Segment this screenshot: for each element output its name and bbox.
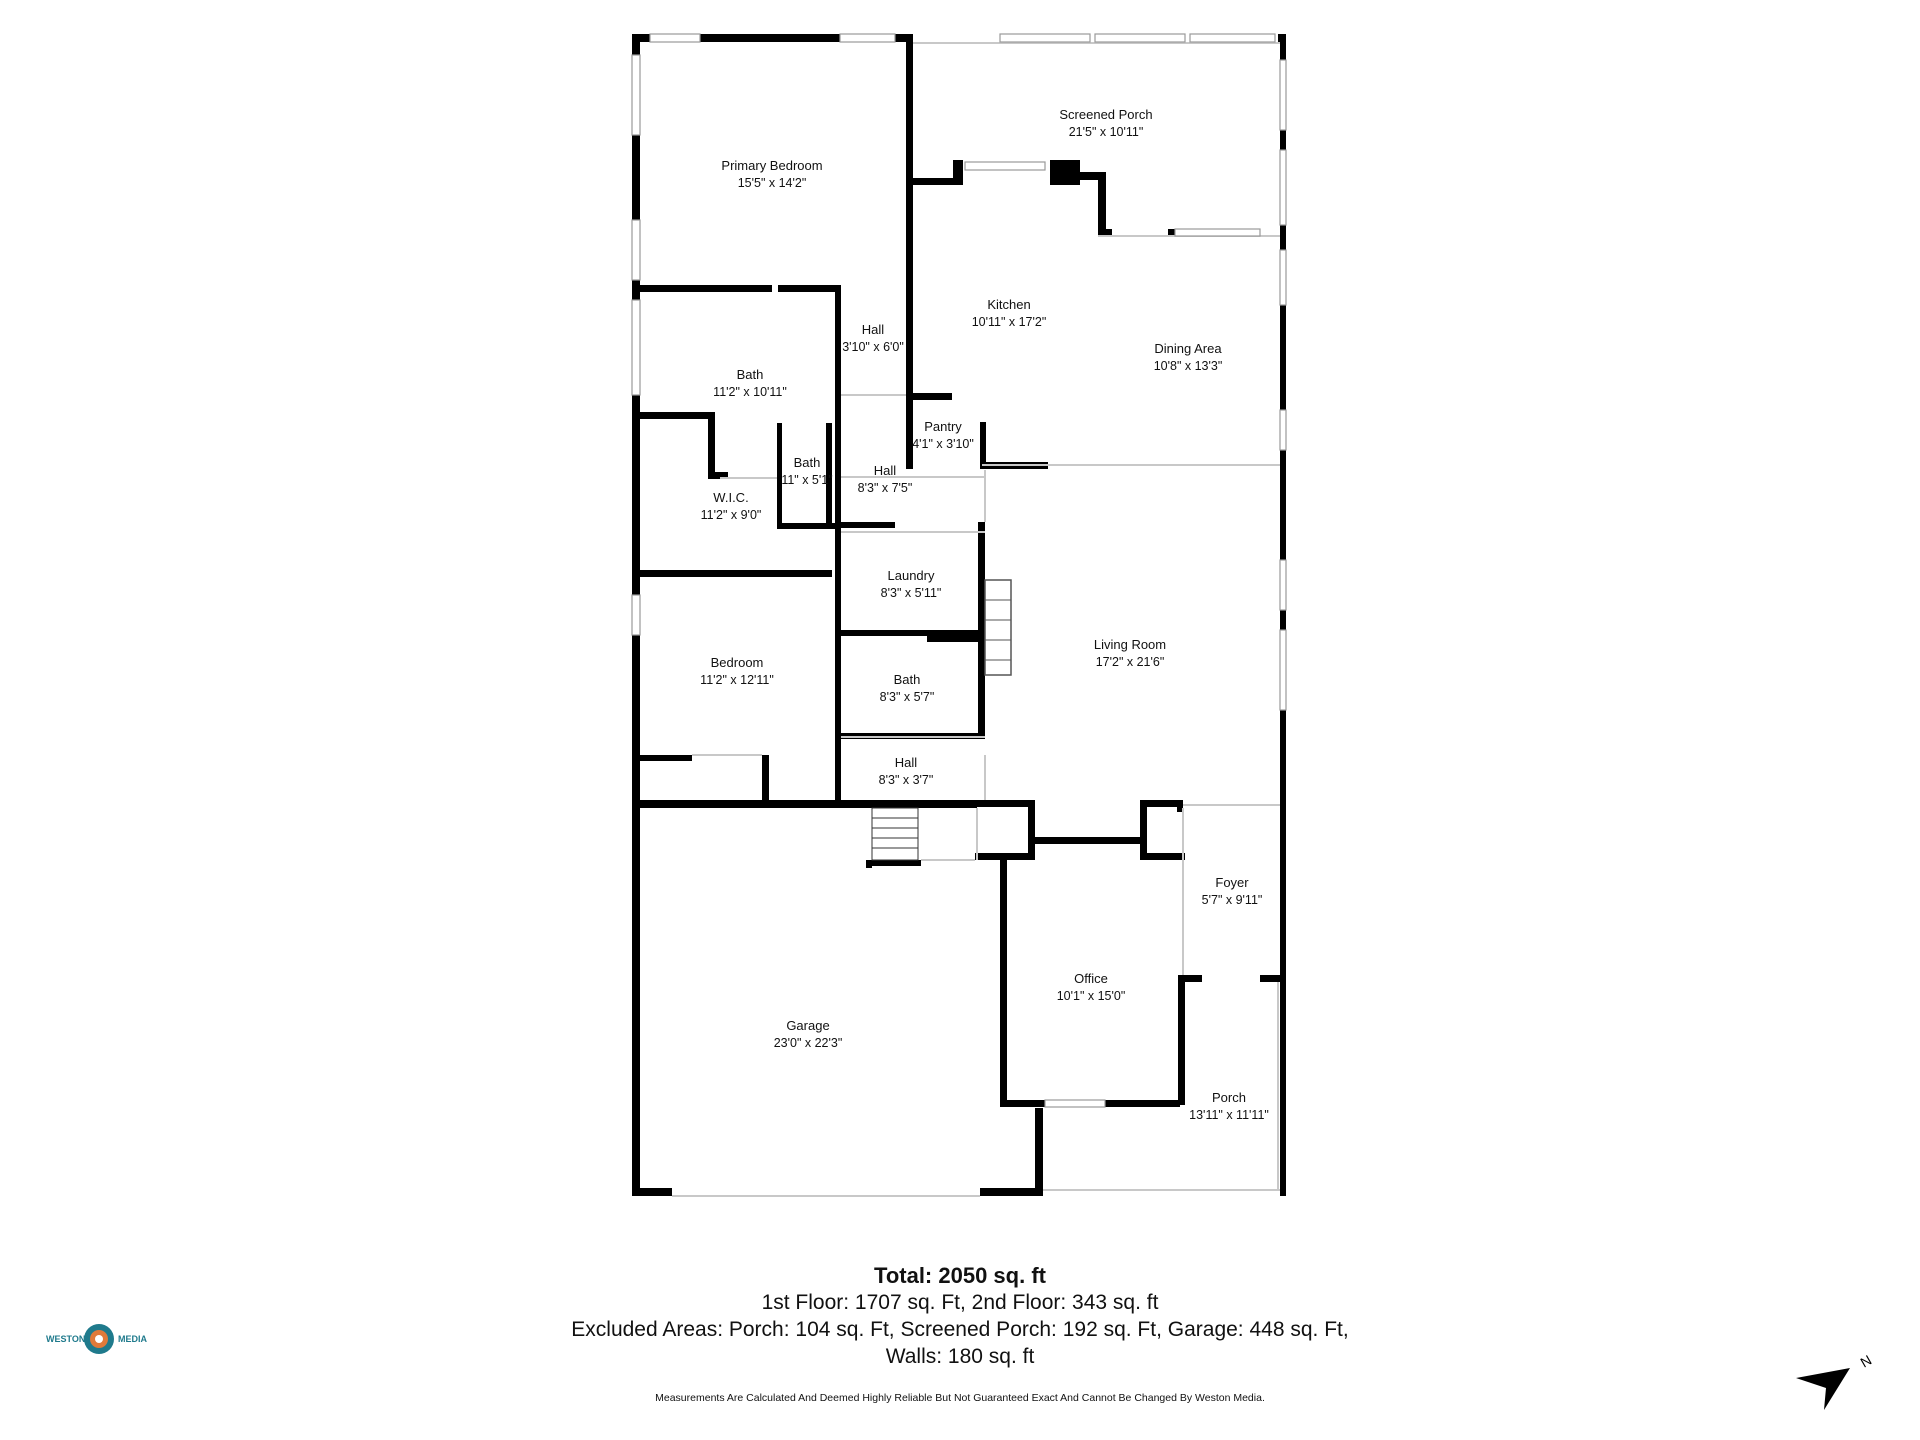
room-name: Screened Porch — [1059, 107, 1152, 122]
room-dims: 10'1" x 15'0" — [1057, 989, 1126, 1003]
room-dims: 15'5" x 14'2" — [738, 176, 807, 190]
room-dims: 4'1" x 3'10" — [912, 437, 974, 451]
room-dims: 8'3" x 7'5" — [858, 481, 913, 495]
room-dims: 10'11" x 17'2" — [972, 315, 1047, 329]
openings — [672, 42, 1280, 1197]
room-dims: 17'2" x 21'6" — [1096, 655, 1165, 669]
room-dims: 3'10" x 6'0" — [842, 340, 904, 354]
room-name: Bath — [737, 367, 764, 382]
room-dims: 10'8" x 13'3" — [1154, 359, 1223, 373]
windows — [631, 33, 1287, 1108]
fireplace — [984, 579, 1012, 676]
logo-right-text: MEDIA — [118, 1334, 147, 1344]
disclaimer: Measurements Are Calculated And Deemed H… — [655, 1392, 1265, 1404]
room-name: W.I.C. — [713, 490, 748, 505]
room-name: Primary Bedroom — [721, 158, 822, 173]
room-name: Hall — [895, 755, 918, 770]
room-dims: 21'5" x 10'11" — [1069, 125, 1144, 139]
room-dims: 13'11" x 11'11" — [1189, 1108, 1269, 1122]
room-name: Hall — [874, 463, 897, 478]
room-dims: 8'3" x 3'7" — [879, 773, 934, 787]
room-dims: 11'2" x 10'11" — [713, 385, 787, 399]
floor-areas: 1st Floor: 1707 sq. Ft, 2nd Floor: 343 s… — [761, 1291, 1159, 1314]
room-dims: 8'3" x 5'11" — [881, 586, 942, 600]
north-arrow: N — [1790, 1350, 1880, 1420]
room-name: Kitchen — [987, 297, 1030, 312]
room-name: Porch — [1212, 1090, 1246, 1105]
room-dims: 11" x 5'1" — [781, 473, 832, 487]
walls — [632, 34, 1286, 1196]
room-dims: 11'2" x 9'0" — [701, 508, 762, 522]
weston-media-logo: WESTON MEDIA — [46, 1320, 156, 1360]
room-name: Hall — [862, 322, 885, 337]
room-dims: 11'2" x 12'11" — [700, 673, 774, 687]
area-summary: Total: 2050 sq. ft 1st Floor: 1707 sq. F… — [0, 1262, 1920, 1370]
room-name: Garage — [786, 1018, 829, 1033]
total-area: Total: 2050 sq. ft — [874, 1263, 1046, 1288]
compass-arrow-icon: N — [1796, 1352, 1875, 1410]
logo-left-text: WESTON — [46, 1334, 86, 1344]
stairs — [871, 807, 919, 861]
room-dims: 8'3" x 5'7" — [880, 690, 935, 704]
room-name: Living Room — [1094, 637, 1166, 652]
compass-label: N — [1858, 1352, 1875, 1371]
room-name: Bath — [894, 672, 921, 687]
room-dims: 5'7" x 9'11" — [1202, 893, 1263, 907]
excluded-areas: Excluded Areas: Porch: 104 sq. Ft, Scree… — [571, 1318, 1349, 1341]
room-labels: Primary Bedroom 15'5" x 14'2" Screened P… — [700, 107, 1269, 1122]
room-name: Dining Area — [1154, 341, 1222, 356]
room-name: Laundry — [888, 568, 935, 583]
room-name: Pantry — [924, 419, 962, 434]
room-dims: 23'0" x 22'3" — [774, 1036, 843, 1050]
aperture-icon — [84, 1324, 114, 1354]
room-name: Bath — [794, 455, 821, 470]
room-name: Office — [1074, 971, 1108, 986]
room-name: Bedroom — [711, 655, 764, 670]
wall-area: Walls: 180 sq. ft — [885, 1345, 1035, 1368]
room-name: Foyer — [1215, 875, 1249, 890]
